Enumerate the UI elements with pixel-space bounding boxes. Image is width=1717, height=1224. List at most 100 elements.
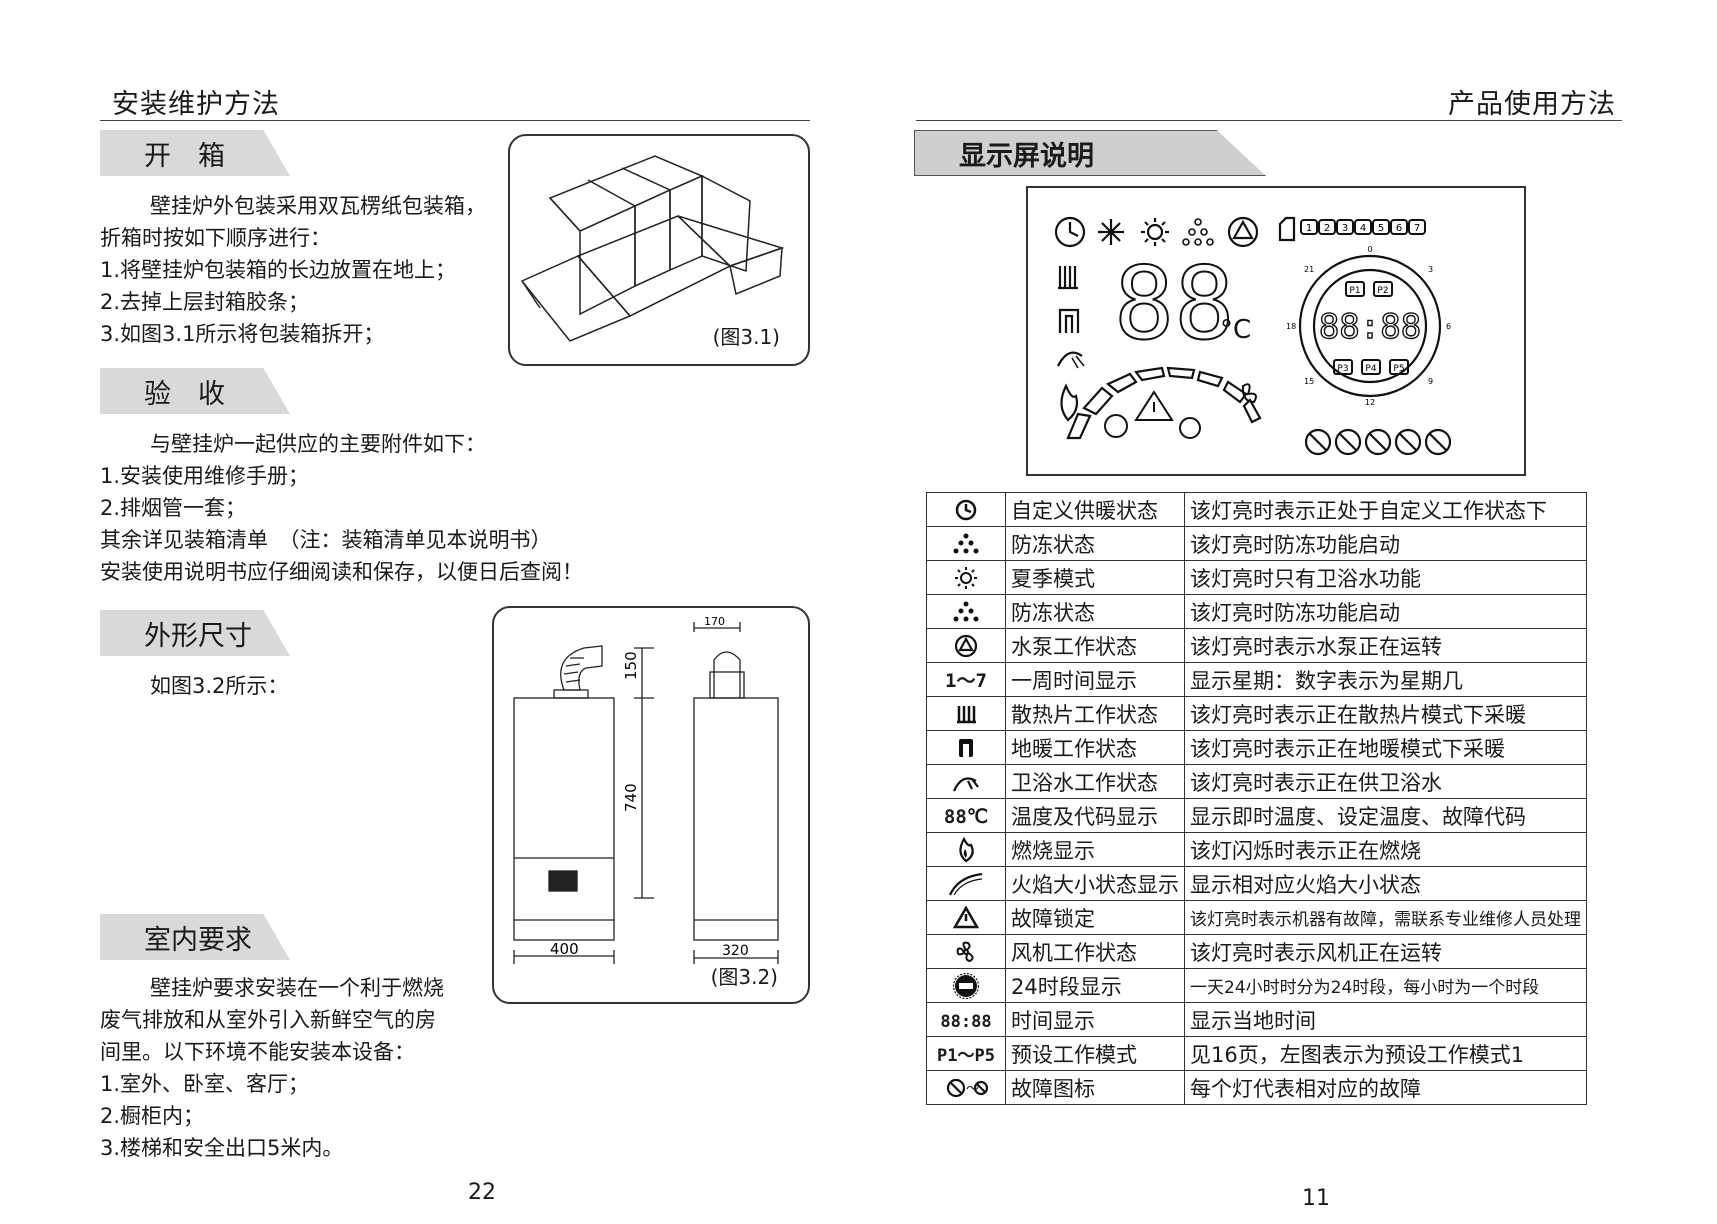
legend-name: 散热片工作状态 — [1005, 696, 1185, 731]
indoor-line-3: 间里。以下环境不能安装本设备： — [100, 1040, 415, 1064]
dimensions-line-1: 如图3.2所示： — [150, 674, 289, 698]
legend-desc: 该灯亮时表示正在供卫浴水 — [1184, 764, 1587, 799]
lcd-fan-icon — [1179, 417, 1201, 439]
legend-desc: 见16页，左图表示为预设工作模式1 — [1184, 1036, 1587, 1071]
dim-label-740: 740 — [622, 783, 640, 812]
lcd-mode-p1: P1 — [1349, 286, 1360, 296]
pump-icon — [926, 628, 1006, 663]
legend-desc: 该灯亮时只有卫浴水功能 — [1184, 560, 1587, 595]
lcd-fan-blade-icon — [1241, 383, 1257, 404]
legend-desc: 一天24小时时分为24时段，每小时为一个时段 — [1184, 968, 1587, 1003]
lcd-mode-p4: P4 — [1365, 364, 1376, 374]
preset-mode-icon-text: P1～P5 — [937, 1046, 995, 1066]
lcd-snowflake-icon — [1098, 219, 1124, 245]
lcd-main-digits: 88 — [1114, 245, 1234, 362]
lcd-antifreeze-icon — [1182, 218, 1214, 246]
legend-row: ～故障图标每个灯代表相对应的故障 — [926, 1070, 1587, 1105]
lcd-flame-icon — [1060, 383, 1079, 422]
inspect-line-5: 安装使用说明书应仔细阅读和保存，以便日后查阅！ — [100, 560, 583, 584]
legend-desc: 该灯闪烁时表示正在燃烧 — [1184, 832, 1587, 867]
lcd-24h-dial — [1298, 254, 1442, 398]
indoor-line-4: 1.室外、卧室、客厅； — [100, 1072, 310, 1096]
section-title-dimensions: 外形尺寸 — [100, 610, 290, 656]
unbox-line-5: 3.如图3.1所示将包装箱拆开； — [100, 322, 385, 346]
inspect-line-2: 1.安装使用维修手册； — [100, 464, 310, 488]
dial-label-9: 9 — [1428, 377, 1433, 386]
dim-label-400: 400 — [550, 940, 579, 958]
shower-icon — [926, 764, 1006, 799]
lcd-radiator-icon — [1058, 266, 1078, 290]
legend-row: 防冻状态该灯亮时防冻功能启动 — [926, 526, 1587, 561]
section-title-inspect: 验 收 — [100, 368, 290, 414]
lcd-panel: 1 2 3 4 5 6 7 88 °C — [1054, 216, 1452, 456]
lcd-sun-icon — [1141, 218, 1169, 246]
legend-name: 防冻状态 — [1005, 526, 1185, 561]
legend-desc: 显示当地时间 — [1184, 1002, 1587, 1037]
indoor-line-5: 2.橱柜内； — [100, 1104, 205, 1128]
legend-name: 故障锁定 — [1005, 900, 1185, 935]
legend-desc: 该灯亮时表示正在地暖模式下采暖 — [1184, 730, 1587, 765]
legend-body: 自定义供暖状态该灯亮时表示正处于自定义工作状态下防冻状态该灯亮时防冻功能启动夏季… — [926, 492, 1587, 1105]
dial-24h-icon — [926, 968, 1006, 1003]
legend-row: 24时段显示一天24小时时分为24时段，每小时为一个时段 — [926, 968, 1587, 1003]
dim-label-320: 320 — [722, 943, 749, 959]
legend-row: 散热片工作状态该灯亮时表示正在散热片模式下采暖 — [926, 696, 1587, 731]
indoor-line-2: 废气排放和从室外引入新鲜空气的房 — [100, 1008, 436, 1032]
legend-name: 卫浴水工作状态 — [1005, 764, 1185, 799]
week-icon: 1～7 — [926, 662, 1006, 697]
lcd-clock-icon — [1054, 216, 1086, 248]
dimensions-text: 如图3.2所示： — [100, 670, 400, 702]
lcd-no-flame-icon — [1104, 414, 1128, 438]
legend-name: 防冻状态 — [1005, 594, 1185, 629]
legend-desc: 该灯亮时表示正在散热片模式下采暖 — [1184, 696, 1587, 731]
legend-name: 风机工作状态 — [1005, 934, 1185, 969]
legend-name: 地暖工作状态 — [1005, 730, 1185, 765]
lcd-display-diagram: 1 2 3 4 5 6 7 88 °C — [1026, 186, 1526, 476]
lcd-day-5: 5 — [1378, 223, 1384, 234]
legend-row: 地暖工作状态该灯亮时表示正在地暖模式下采暖 — [926, 730, 1587, 765]
legend-desc: 每个灯代表相对应的故障 — [1184, 1070, 1587, 1105]
flame-level-icon — [926, 866, 1006, 901]
figure-3-2: 170 150 740 400 320 (图3.2) — [492, 606, 810, 1004]
week-icon-text: 1～7 — [945, 670, 987, 692]
dial-label-6: 6 — [1446, 322, 1451, 331]
temperature-digits-icon-text: 88℃ — [943, 805, 989, 828]
warning-icon — [926, 900, 1006, 935]
inspect-line-4: 其余详见装箱清单 （注：装箱清单见本说明书） — [100, 528, 552, 552]
legend-row: 风机工作状态该灯亮时表示风机正在运转 — [926, 934, 1587, 969]
sun-icon — [926, 560, 1006, 595]
legend-row: 燃烧显示该灯闪烁时表示正在燃烧 — [926, 832, 1587, 867]
right-header-rule — [916, 120, 1622, 121]
lcd-page-icon — [1278, 216, 1296, 242]
dial-label-3: 3 — [1428, 265, 1433, 274]
legend-row: 自定义供暖状态该灯亮时表示正处于自定义工作状态下 — [926, 492, 1587, 527]
figure-3-1: (图3.1) — [508, 134, 810, 366]
legend-desc: 该灯亮时防冻功能启动 — [1184, 594, 1587, 629]
lcd-flame-level-arc — [1066, 366, 1262, 440]
clock-digits-icon: 88:88 — [926, 1002, 1006, 1037]
left-page-number: 22 — [468, 1180, 496, 1205]
lcd-temp-unit: °C — [1220, 315, 1251, 345]
unbox-line-2: 折箱时按如下顺序进行： — [100, 226, 331, 250]
clock-digits-icon-text: 88:88 — [940, 1011, 992, 1032]
display-legend-table: 自定义供暖状态该灯亮时表示正处于自定义工作状态下防冻状态该灯亮时防冻功能启动夏季… — [926, 492, 1587, 1105]
lcd-day-4: 4 — [1360, 223, 1366, 234]
flame-icon — [926, 832, 1006, 867]
lcd-mode-p5: P5 — [1393, 364, 1404, 374]
legend-name: 温度及代码显示 — [1005, 798, 1185, 833]
legend-name: 夏季模式 — [1005, 560, 1185, 595]
legend-desc: 该灯亮时表示风机正在运转 — [1184, 934, 1587, 969]
floor-heating-icon — [926, 730, 1006, 765]
dial-label-12: 12 — [1365, 398, 1375, 407]
legend-row: 防冻状态该灯亮时防冻功能启动 — [926, 594, 1587, 629]
fault-icon: ～ — [926, 1070, 1006, 1105]
legend-name: 燃烧显示 — [1005, 832, 1185, 867]
temperature-digits-icon: 88℃ — [926, 798, 1006, 833]
legend-desc: 该灯亮时表示水泵正在运转 — [1184, 628, 1587, 663]
indoor-line-1: 壁挂炉要求安装在一个利于燃烧 — [150, 976, 444, 1000]
dim-label-150: 150 — [622, 651, 640, 680]
legend-desc: 显示相对应火焰大小状态 — [1184, 866, 1587, 901]
figure-3-2-caption: (图3.2) — [710, 965, 778, 989]
